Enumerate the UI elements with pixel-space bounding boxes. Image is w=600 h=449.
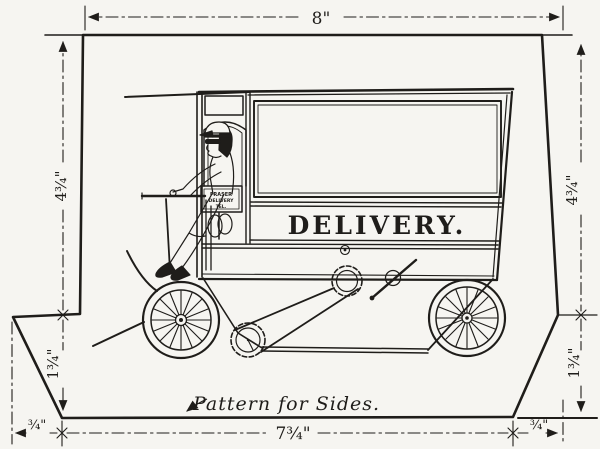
dimension-label-bottom-width: 7¾" (275, 424, 310, 444)
dimension-right-lower (575, 309, 587, 413)
front-wheel (141, 280, 221, 360)
tick-cross (57, 309, 69, 321)
figure-caption: Pattern for Sides. (192, 393, 380, 415)
dimension-bottom-right (517, 399, 564, 445)
wagon-cab (196, 91, 251, 278)
driver-boot (155, 261, 177, 278)
driver-arm (172, 163, 222, 197)
driver-figure (155, 121, 235, 281)
cab-transom-panel (204, 95, 244, 116)
dimension-label-bottom-right: ¾" (530, 418, 549, 433)
driver-torso (209, 152, 235, 195)
rear-frame-brace (427, 278, 494, 351)
hub-emblem (339, 244, 351, 256)
tick-cross (575, 309, 587, 321)
tick-cross (507, 427, 519, 439)
dimension-label-left-lower: 1¾" (44, 349, 62, 380)
belt-drive (230, 265, 363, 358)
dimension-bottom-width (66, 420, 519, 447)
cargo-panel (253, 100, 502, 198)
fraser-sign-line1: FRASER (210, 192, 232, 198)
steering-tiller (140, 192, 207, 272)
driver-boot (170, 265, 191, 281)
fraser-sign (200, 185, 243, 213)
driver-cap (204, 121, 231, 134)
dimension-label-left-upper: 4¾" (52, 171, 70, 202)
cargo-box (197, 90, 514, 282)
dimension-bottom-left (11, 321, 68, 447)
wagon-drawing (92, 87, 515, 360)
front-dash (126, 250, 158, 292)
footboard (92, 321, 145, 347)
driver-face (206, 144, 222, 159)
tick-cross (56, 427, 68, 439)
wagon-side-lettering: DELIVERY. (288, 211, 467, 240)
caption-arrow (186, 398, 208, 412)
pattern-outline-path (11, 33, 560, 420)
front-frame-brace (202, 277, 263, 349)
pulley (230, 322, 266, 358)
dimension-label-right-lower: 1¾" (565, 348, 583, 379)
wagon-roof (124, 87, 515, 98)
driver-goggles (205, 139, 221, 144)
dimension-label-bottom-left: ¾" (28, 418, 47, 433)
starting-crank (369, 258, 418, 301)
cab-window (203, 121, 247, 187)
dimension-left-upper (57, 40, 69, 321)
rear-wheel (427, 278, 507, 358)
brake-drum (207, 212, 233, 240)
dimension-label-right-upper: 4¾" (563, 175, 581, 206)
drive-belt (234, 287, 359, 353)
pattern-outline (11, 33, 598, 420)
fraser-sign-line3: TEL. (216, 204, 227, 210)
dimension-top-8in (84, 5, 564, 31)
fraser-sign-line2: DELIVERY (209, 198, 235, 204)
dimension-label-top-width: 8" (312, 9, 331, 29)
